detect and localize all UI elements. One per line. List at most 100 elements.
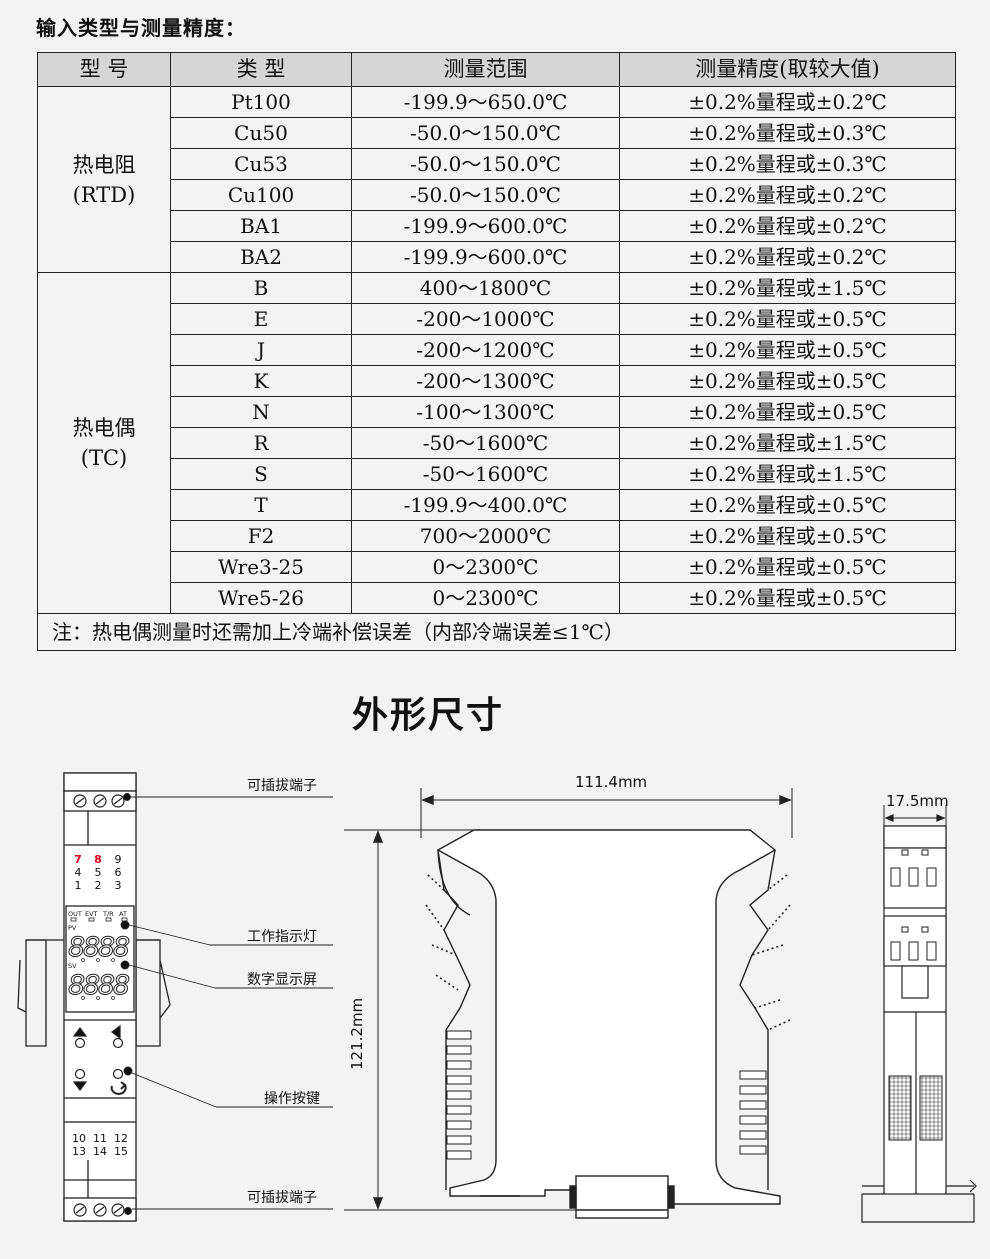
cell-type: Cu53 xyxy=(170,148,352,180)
terminal-number: 11 xyxy=(93,1132,107,1145)
cell-range: 700～2000℃ xyxy=(351,520,620,552)
sv-display: 8888 xyxy=(68,970,130,1001)
cell-accuracy: ±0.2%量程或±0.5℃ xyxy=(619,551,956,583)
indicator-label: OUT xyxy=(68,910,82,918)
cell-accuracy: ±0.2%量程或±0.2℃ xyxy=(619,86,956,118)
cell-type: BA1 xyxy=(170,210,352,242)
terminal-number: 5 xyxy=(95,866,102,879)
digital-displays: 8888 8888 xyxy=(68,932,131,1002)
sv-label: SV xyxy=(68,962,77,970)
table-row: BA1-199.9～600.0℃±0.2%量程或±0.2℃ xyxy=(38,210,956,242)
cell-type: R xyxy=(170,427,352,459)
terminal-number: 12 xyxy=(114,1132,128,1145)
cell-type: Wre3-25 xyxy=(170,551,352,583)
indicator-leds xyxy=(70,917,128,922)
side-view xyxy=(344,788,793,1219)
left-button[interactable] xyxy=(112,1037,124,1049)
indicator-labels: OUT EVT T/R AT PV SV xyxy=(68,910,127,970)
cell-range: 0～2300℃ xyxy=(351,551,620,583)
cell-range: -200～1200℃ xyxy=(351,334,620,366)
cell-range: -50.0～150.0℃ xyxy=(351,117,620,149)
indicator-label: EVT xyxy=(85,910,98,918)
cell-range: -200～1300℃ xyxy=(351,365,620,397)
table-row: S-50～1600℃±0.2%量程或±1.5℃ xyxy=(38,458,956,490)
group-name-cell: 热电阻 (RTD) xyxy=(37,86,171,273)
cell-range: -199.9～600.0℃ xyxy=(351,241,620,273)
height-dimension: 121.2mm xyxy=(348,998,366,1070)
terminal-number: 1 xyxy=(75,879,82,892)
cell-accuracy: ±0.2%量程或±0.3℃ xyxy=(619,117,956,149)
end-view xyxy=(861,805,977,1223)
cell-type: B xyxy=(170,272,352,304)
width-dimension: 111.4mm xyxy=(575,773,647,791)
group-name: 热电偶 xyxy=(72,416,136,440)
cell-accuracy: ±0.2%量程或±0.2℃ xyxy=(619,210,956,242)
cell-accuracy: ±0.2%量程或±0.5℃ xyxy=(619,365,956,397)
header-type: 类 型 xyxy=(170,52,352,87)
table-row: Cu50-50.0～150.0℃±0.2%量程或±0.3℃ xyxy=(38,117,956,149)
cell-accuracy: ±0.2%量程或±0.5℃ xyxy=(619,303,956,335)
group-name: 热电阻 xyxy=(72,152,136,177)
dimension-drawing: 7 8 9 4 5 6 1 2 3 10 11 12 13 14 15 OUT … xyxy=(17,772,977,1223)
terminal-number: 14 xyxy=(93,1145,107,1158)
table-row: T-199.9～400.0℃±0.2%量程或±0.5℃ xyxy=(38,489,956,521)
end-view-labels: 17.5mm xyxy=(886,792,949,810)
table-row: BA2-199.9～600.0℃±0.2%量程或±0.2℃ xyxy=(38,241,956,273)
cell-accuracy: ±0.2%量程或±1.5℃ xyxy=(619,427,956,459)
enter-button[interactable] xyxy=(112,1068,124,1080)
cell-type: N xyxy=(170,396,352,428)
buttons-label-callout: 操作按键 xyxy=(264,1091,320,1107)
left-arrow-icon xyxy=(111,1024,121,1040)
bottom-screw-terminals xyxy=(73,1203,125,1217)
cell-accuracy: ±0.2%量程或±0.5℃ xyxy=(619,582,956,614)
terminal-number: 8 xyxy=(94,853,102,866)
terminal-number: 6 xyxy=(115,866,122,879)
display-label-callout: 数字显示屏 xyxy=(247,972,317,988)
decimal-dots xyxy=(81,958,115,1000)
cell-type: F2 xyxy=(170,520,352,552)
group-name-cell: 热电偶 (TC) xyxy=(37,272,171,614)
cell-range: 0～2300℃ xyxy=(351,582,620,614)
cell-accuracy: ±0.2%量程或±0.5℃ xyxy=(619,396,956,428)
cell-range: -50～1600℃ xyxy=(351,458,620,490)
cell-accuracy: ±0.2%量程或±0.2℃ xyxy=(619,241,956,273)
end-width-dimension: 17.5mm xyxy=(886,792,949,810)
cell-range: -199.9～600.0℃ xyxy=(351,210,620,242)
cell-type: Cu50 xyxy=(170,117,352,149)
cell-range: -200～1000℃ xyxy=(351,303,620,335)
cell-type: Cu100 xyxy=(170,179,352,211)
table-row: N-100～1300℃±0.2%量程或±0.5℃ xyxy=(38,396,956,428)
down-button[interactable] xyxy=(74,1068,86,1080)
cell-type: E xyxy=(170,303,352,335)
table-row: J-200～1200℃±0.2%量程或±0.5℃ xyxy=(38,334,956,366)
terminal-number: 9 xyxy=(115,853,122,866)
group-code: (RTD) xyxy=(72,182,136,207)
cell-type: BA2 xyxy=(170,241,352,273)
cell-type: Wre5-26 xyxy=(170,582,352,614)
pv-display: 8888 xyxy=(68,932,130,963)
terminal-number: 10 xyxy=(72,1132,86,1145)
table-row: 热电阻(RTD)Pt100-199.9～650.0℃±0.2%量程或±0.2℃ xyxy=(37,86,956,273)
bottom-terminal-label: 可插拔端子 xyxy=(247,1190,317,1206)
table-row: R-50～1600℃±0.2%量程或±1.5℃ xyxy=(38,427,956,459)
cell-type: T xyxy=(170,489,352,521)
cell-accuracy: ±0.2%量程或±0.5℃ xyxy=(619,520,956,552)
section-title: 输入类型与测量精度： xyxy=(36,16,246,40)
cell-accuracy: ±0.2%量程或±0.5℃ xyxy=(619,489,956,521)
side-view-labels: 111.4mm 121.2mm xyxy=(348,773,647,1070)
operation-buttons[interactable] xyxy=(72,1024,127,1095)
enter-icon xyxy=(110,1081,127,1095)
cell-range: -199.9～400.0℃ xyxy=(351,489,620,521)
header-accuracy: 测量精度(取较大值) xyxy=(619,52,956,87)
cell-type: K xyxy=(170,365,352,397)
cell-range: 400～1800℃ xyxy=(351,272,620,304)
up-button[interactable] xyxy=(74,1037,86,1049)
terminal-number: 3 xyxy=(115,879,122,892)
table-row: Cu53-50.0～150.0℃±0.2%量程或±0.3℃ xyxy=(38,148,956,180)
group-code: (TC) xyxy=(80,446,128,470)
cell-accuracy: ±0.2%量程或±1.5℃ xyxy=(619,458,956,490)
table-header-row: 型 号 类 型 测量范围 测量精度(取较大值) xyxy=(37,52,956,87)
cell-range: -50.0～150.0℃ xyxy=(351,179,620,211)
